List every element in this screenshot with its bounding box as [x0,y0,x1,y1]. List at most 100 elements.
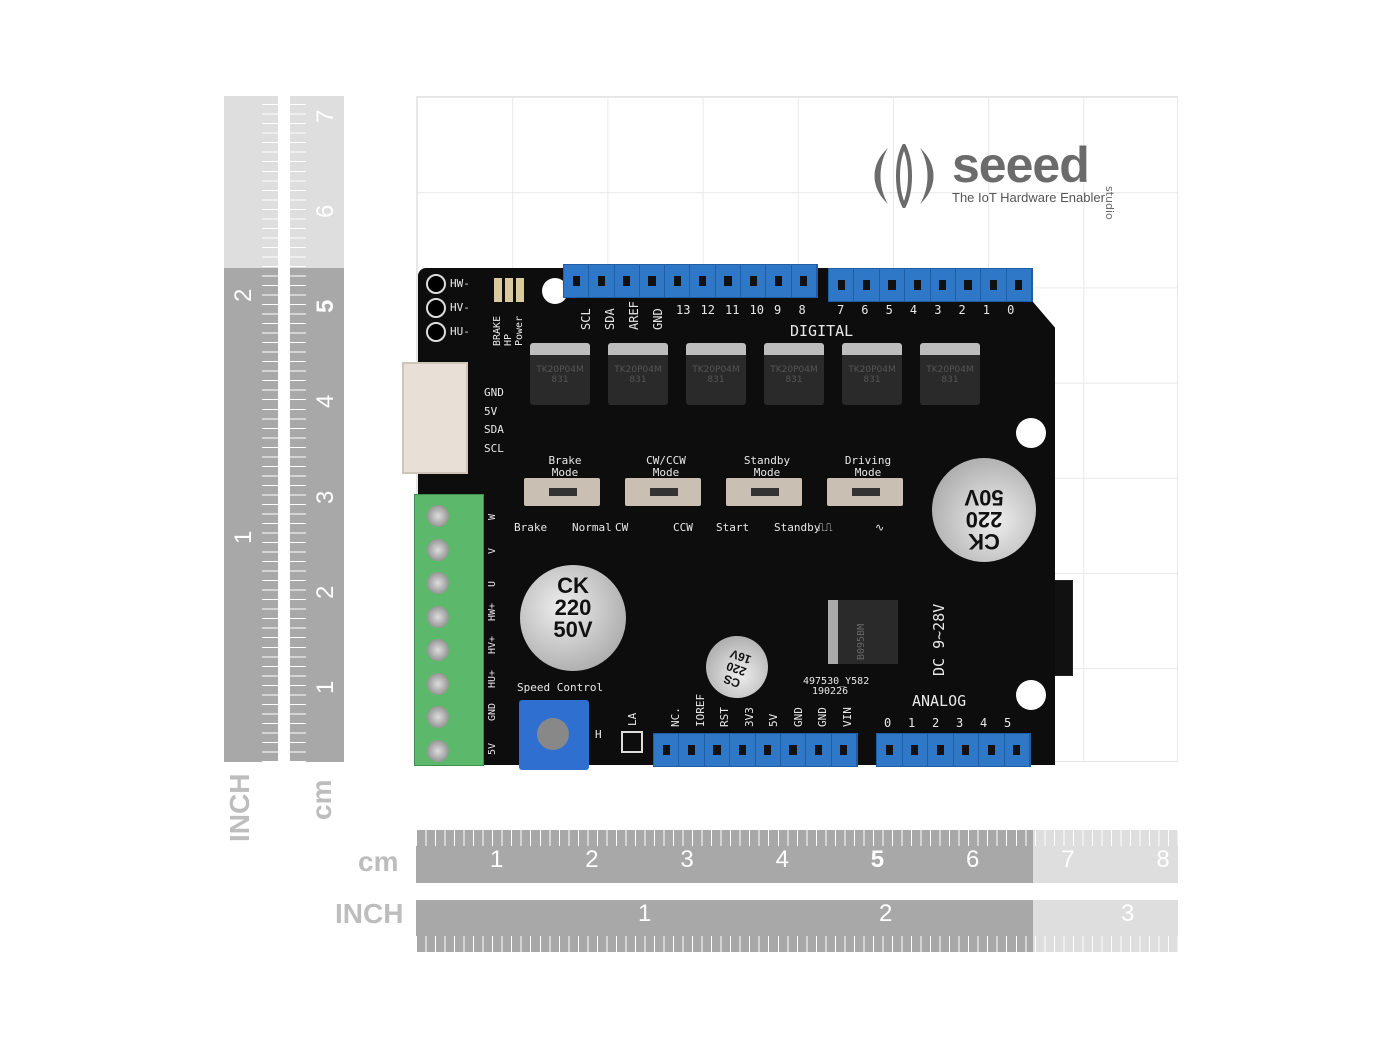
digital-pin-label: 11 [725,303,740,317]
speed-potentiometer[interactable] [519,700,589,770]
terminal-label: GND [487,702,498,721]
power-pin-label: VIN [840,707,854,727]
digital-pin-label: 5 [885,303,893,317]
cm-tick-label: 7 [312,109,339,123]
cm-tick-label: 8 [1156,846,1170,873]
terminal-screw [427,605,449,628]
led-label: BRAKE [492,315,503,346]
digital-pin-label: SCL [579,308,593,330]
i2c-pin-label: 5V [484,404,498,418]
cm-tick-label: 1 [490,846,504,873]
digital-label: DIGITAL [790,322,854,340]
terminal-label: HV+ [487,635,498,654]
switch-left-label: CW [615,521,629,534]
power-pin-label: 3V3 [742,707,756,727]
mosfet-label: TK20P04M [848,365,896,375]
cm-tick-label: 6 [312,204,339,218]
cm-tick-label: 3 [680,846,694,873]
status-led [505,278,513,302]
terminal-label: U [487,580,498,587]
inch-tick-label: 1 [230,530,257,544]
terminal-screw [427,639,449,661]
analog-header [876,733,1031,767]
i2c-pin-label: SDA [484,423,504,436]
hall-pin-pad [426,298,446,318]
seeed-logo-mark-icon [874,144,934,208]
inch-ruler-horizontal: 1 2 3 [416,900,1178,952]
switch-left-label: Start [716,521,750,534]
switch-right-label: Normal [572,521,612,534]
cm-tick-label: 2 [312,585,339,599]
mount-hole [1016,680,1046,710]
power-pin-label: GND [816,707,829,727]
terminal-screw [427,572,449,594]
cm-tick-label: 7 [1061,846,1075,873]
led-label: Power [514,315,525,346]
cm-unit-label: cm [358,846,399,877]
mode-switch[interactable] [524,478,600,506]
mosfet-label: TK20P04M [770,365,818,375]
mode-switch[interactable] [625,478,701,506]
digital-pin-label: 9 [774,303,782,317]
led-label: HP [503,333,514,346]
digital-pin-label: 4 [909,303,918,317]
digital-pin-label: 13 [676,303,691,317]
cm-tick-label: 3 [312,490,339,504]
hall-pin-pad [426,274,446,294]
mount-hole [1016,418,1046,448]
inch-unit-label: INCH [335,898,404,929]
analog-pin-label: 2 [932,716,940,730]
motor-terminal-block [414,494,484,766]
cm-tick-label: 5 [312,299,339,314]
terminal-label: HU+ [487,669,498,688]
power-pin-label: GND [791,707,805,727]
power-pin-label: IOREF [693,693,707,727]
digital-header-left [563,264,818,298]
inch-tick-label: 1 [638,900,652,927]
analog-pin-label: 4 [980,716,988,730]
mosfet-label: TK20P04M [614,365,662,375]
inch-unit-label-vertical: INCH [224,773,255,842]
cm-ruler-vertical: 1 2 3 4 5 6 7 [290,96,344,762]
cm-tick-label: 4 [775,846,789,873]
mosfet-code: 831 [551,375,569,385]
hall-pin-label: HV- [450,301,470,314]
mode-switch[interactable] [827,478,903,506]
cm-tick-label: 4 [312,395,339,409]
digital-pin-label: 12 [700,303,715,317]
i2c-pin-label: GND [484,386,504,399]
cap-text: CK [968,529,1000,554]
switch-title: Brake Mode [548,454,582,479]
cm-tick-label: 1 [312,680,339,694]
digital-pin-label: 2 [958,303,966,317]
power-pin-label: 5V [767,713,780,727]
digital-pin-label: 1 [982,303,991,317]
cm-tick-label: 5 [870,846,885,873]
mosfet-code: 831 [707,375,725,385]
switch-right-label: CCW [673,521,693,534]
cm-tick-label: 2 [585,846,599,873]
digital-pin-label: GND [651,308,665,330]
mode-switch[interactable] [726,478,802,506]
digital-pin-label: 6 [861,303,869,317]
pot-h-label: H [595,728,602,741]
switch-left-label: Brake [514,521,548,534]
status-led [494,278,502,302]
mosfet-label: TK20P04M [692,365,740,375]
hall-pin-pad [426,322,446,342]
logo-tagline: The IoT Hardware Enabler [952,190,1105,205]
switch-title: CW/CCW Mode [646,454,686,479]
terminal-label: V [487,547,498,554]
mosfet-code: 831 [629,375,647,385]
digital-pin-label: 0 [1007,303,1015,317]
digital-pin-label: SDA [603,308,617,330]
hall-pin-label: HU- [450,325,470,338]
digital-pin-label: AREF [627,301,641,330]
digital-pin-label: 8 [798,303,806,317]
cap-text: 50V [964,485,1004,510]
